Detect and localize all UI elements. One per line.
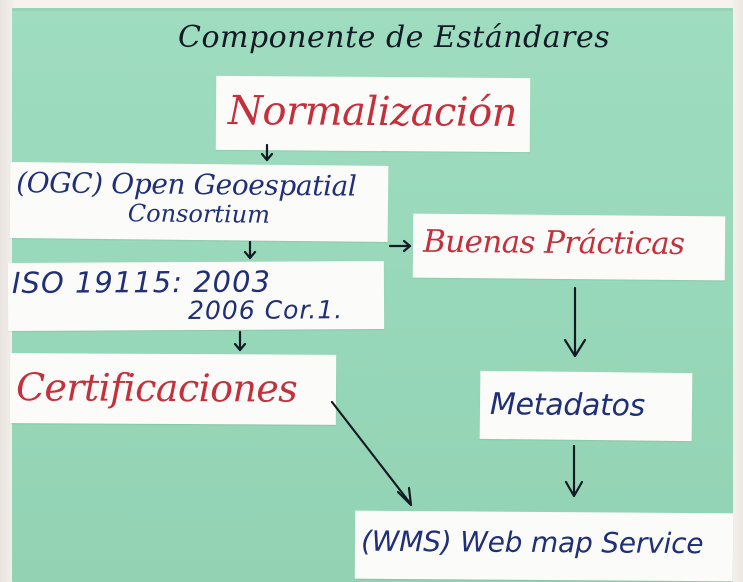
certificaciones-label: Certificaciones [15,365,298,411]
buenas-practicas-label: Buenas Prácticas [422,223,685,263]
card-certificaciones: Certificaciones [9,353,337,425]
card-normalizacion: Normalización [215,75,531,153]
wall-right [731,0,743,582]
iso-label-line1: ISO 19115: 2003 [11,264,272,300]
metadatos-label: Metadatos [489,386,646,424]
card-metadatos: Metadatos [479,370,693,442]
card-ogc: (OGC) Open Geoespatial Consortium [9,162,389,242]
card-wms: (WMS) Web map Service [354,510,734,582]
poster-title: Componente de Estándares [178,20,611,55]
normalizacion-label: Normalización [227,87,518,137]
card-iso: ISO 19115: 2003 2006 Cor.1. [7,261,385,331]
board-top-edge [12,8,733,11]
ogc-label-line1: (OGC) Open Geoespatial [16,166,357,203]
wms-label: (WMS) Web map Service [360,524,704,561]
ogc-label-line2: Consortium [127,199,271,229]
iso-label-line2: 2006 Cor.1. [188,295,344,326]
card-buenas-practicas: Buenas Prácticas [412,213,726,281]
wall-left [0,0,14,582]
